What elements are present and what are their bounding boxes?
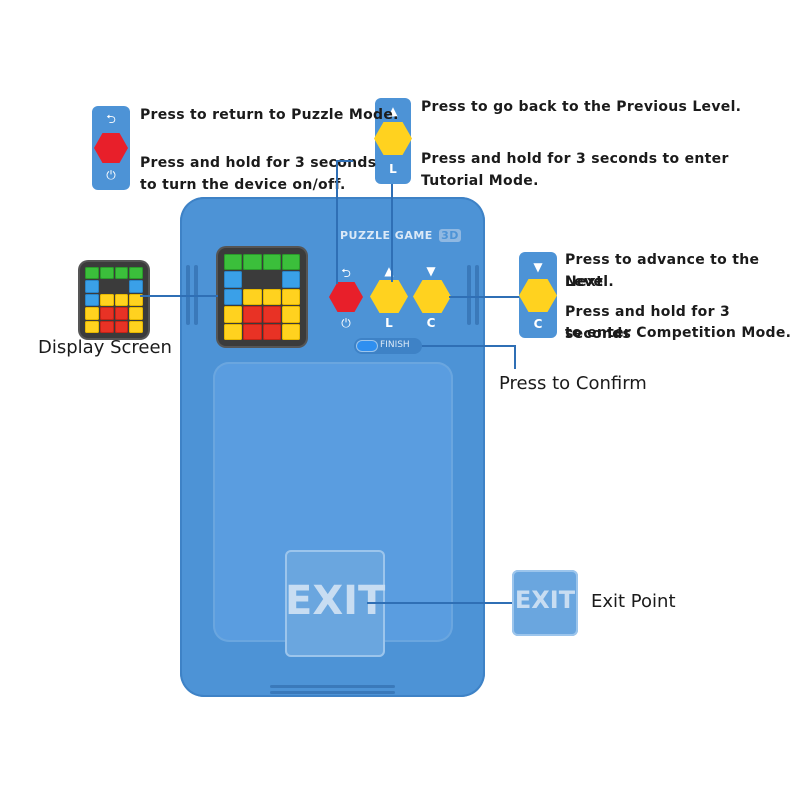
l-button-note-1: Press to go back to the Previous Level. [421, 99, 742, 115]
screen-cell [129, 280, 143, 293]
screen-cell [85, 293, 99, 307]
leader-line-finish-horizontal [422, 345, 516, 347]
button-c-label: C [426, 316, 436, 330]
power-return-note-1: Press to return to Puzzle Mode. [140, 107, 399, 123]
screen-cell [243, 271, 261, 287]
c-button-note-1b: Level. [565, 274, 614, 290]
side-grip-right [475, 265, 479, 325]
previous-level-button-callout [374, 122, 412, 155]
screen-cell [99, 267, 114, 280]
c-button-note-2b: to enter Competition Mode. [565, 325, 792, 341]
screen-cell [224, 271, 243, 288]
screen-cell [281, 254, 300, 271]
screen-cell [85, 307, 99, 320]
screen-cell [99, 307, 114, 320]
leader-line-finish-vertical [514, 345, 516, 369]
c-keycap: ▼ C [519, 252, 557, 338]
screen-cell [243, 323, 262, 340]
finish-button[interactable] [357, 341, 377, 351]
brand-logo: PUZZLE GAME 3D [340, 229, 461, 242]
side-grip-right-2 [467, 265, 471, 325]
finish-label: FINISH [380, 340, 410, 350]
leader-line-l [391, 184, 393, 282]
screen-cell [129, 267, 143, 280]
exit-point-callout: EXIT [512, 570, 578, 636]
power-return-note-2a: Press and hold for 3 seconds [140, 155, 377, 171]
screen-cell [243, 288, 262, 306]
screen-cell [243, 254, 262, 271]
power-return-button-callout [94, 133, 128, 163]
screen-cell [114, 307, 129, 320]
display-screen-callout [80, 262, 148, 338]
screen-cell [224, 288, 243, 306]
bottom-vent [270, 685, 395, 688]
l-button-note-2a: Press and hold for 3 seconds to enter [421, 151, 729, 167]
return-icon: ⮌ [106, 112, 116, 126]
screen-cell [263, 271, 281, 287]
up-arrow-icon: ▲ [384, 264, 394, 278]
next-level-button[interactable] [413, 280, 451, 313]
l-keycap: ▲ L [374, 98, 412, 184]
finish-button-housing: FINISH [354, 338, 422, 354]
power-icon: ⏻ [106, 168, 116, 182]
press-to-confirm-label: Press to Confirm [499, 373, 647, 394]
power-return-keycap: ⮌ ⏻ [92, 106, 130, 190]
screen-cell [281, 288, 300, 306]
screen-cell [100, 280, 114, 292]
bottom-vent [270, 691, 395, 694]
leader-line-power-vertical [336, 160, 338, 284]
down-arrow-icon: ▼ [426, 264, 436, 278]
c-button-note-2a: Press and hold for 3 seconds [565, 304, 731, 342]
next-level-button-callout [519, 279, 557, 312]
screen-grid [224, 254, 300, 340]
leader-line-power-horizontal [336, 160, 353, 162]
screen-cell [224, 323, 243, 340]
screen-cell [99, 293, 114, 307]
c-button-note-1a: Press to advance to the Next [565, 252, 760, 290]
display-screen-label: Display Screen [38, 337, 172, 358]
screen-cell [262, 254, 281, 271]
screen-cell [99, 320, 114, 333]
leader-line-exit [367, 602, 512, 604]
down-arrow-icon: ▼ [533, 260, 543, 274]
screen-cell [224, 306, 243, 323]
screen-cell [115, 280, 129, 292]
screen-cell [85, 280, 99, 293]
screen-cell [281, 323, 300, 340]
screen-cell [262, 306, 281, 323]
screen-cell [85, 320, 99, 333]
power-icon: ⏻ [341, 316, 351, 330]
screen-cell [129, 307, 143, 320]
screen-cell [85, 267, 99, 280]
previous-level-button[interactable] [370, 280, 408, 313]
screen-cell [281, 271, 300, 288]
screen-cell [262, 323, 281, 340]
screen-grid-callout [85, 267, 143, 333]
leader-line-display [140, 295, 218, 297]
button-l-label: L [389, 162, 397, 176]
screen-cell [129, 293, 143, 307]
exit-point-label: Exit Point [591, 591, 676, 612]
screen-cell [262, 288, 281, 306]
screen-cell [281, 306, 300, 323]
screen-cell [114, 267, 129, 280]
l-button-note-2b: Tutorial Mode. [421, 173, 539, 189]
button-c-label: C [533, 317, 543, 331]
leader-line-c [449, 296, 519, 298]
display-screen [218, 248, 306, 346]
screen-cell [114, 320, 129, 333]
screen-cell [114, 293, 129, 307]
screen-cell [224, 254, 243, 271]
screen-cell [243, 306, 262, 323]
return-icon: ⮌ [341, 266, 351, 280]
button-l-label: L [385, 316, 393, 330]
screen-cell [129, 320, 143, 333]
up-arrow-icon: ▲ [388, 104, 398, 118]
power-return-note-2b: to turn the device on/off. [140, 177, 346, 193]
